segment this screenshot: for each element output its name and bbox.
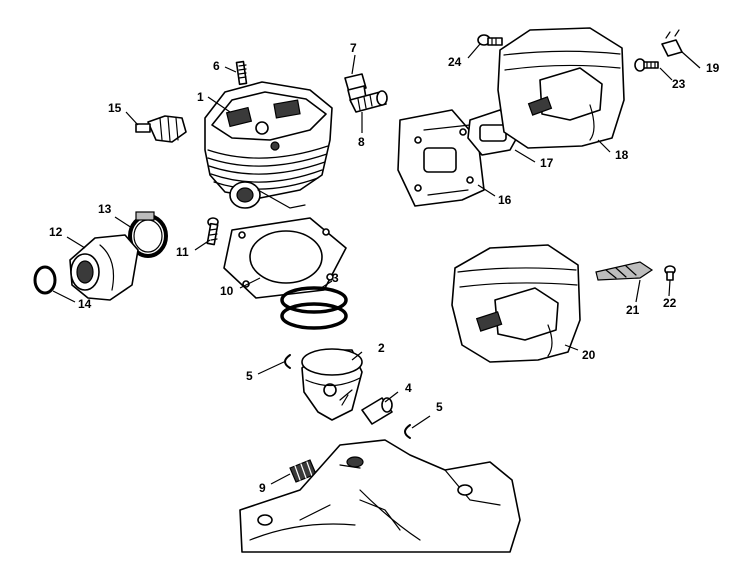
callout-12: 12 [49, 225, 63, 239]
ring [33, 265, 57, 295]
cylinder [204, 81, 333, 209]
screw [206, 217, 219, 246]
cylinder-gasket [223, 217, 347, 299]
callout-4: 4 [405, 381, 412, 395]
intake-manifold [69, 234, 139, 301]
callout-19: 19 [706, 61, 720, 75]
callout-labels: 1 2 3 4 5 5 6 7 8 9 10 11 12 13 14 15 16… [49, 41, 720, 495]
decompression-valve [349, 90, 388, 113]
callout-18: 18 [615, 148, 629, 162]
callout-14: 14 [78, 297, 92, 311]
callout-9: 9 [259, 481, 266, 495]
crankcase [239, 439, 521, 553]
stud [235, 60, 248, 86]
callout-17: 17 [540, 156, 554, 170]
callout-3: 3 [332, 271, 339, 285]
callout-8: 8 [358, 135, 365, 149]
callout-5b: 5 [436, 400, 443, 414]
leader-lines [52, 43, 701, 485]
callout-22: 22 [663, 296, 677, 310]
callout-5a: 5 [246, 369, 253, 383]
callout-2: 2 [378, 341, 385, 355]
callout-21: 21 [626, 303, 640, 317]
callout-16: 16 [498, 193, 512, 207]
hose-clamp [128, 211, 168, 258]
callout-13: 13 [98, 202, 112, 216]
muffler-screw [477, 34, 503, 46]
muffler-lower [451, 244, 581, 363]
callout-23: 23 [672, 77, 686, 91]
callout-15: 15 [108, 101, 122, 115]
callout-24: 24 [448, 55, 462, 69]
screw-small [664, 265, 676, 281]
spark-arrestor-screen [595, 261, 654, 281]
callout-10: 10 [220, 284, 234, 298]
muffler-upper [497, 27, 625, 149]
tensioner [661, 29, 683, 57]
adapter-fitting [135, 115, 187, 143]
circlip-right [404, 424, 411, 439]
callout-11: 11 [176, 245, 189, 259]
piston-pin [361, 397, 393, 425]
piston-rings [280, 286, 348, 330]
callout-7: 7 [350, 41, 357, 55]
callout-1: 1 [197, 90, 204, 104]
callout-6: 6 [213, 59, 220, 73]
callout-20: 20 [582, 348, 596, 362]
collar-screw [634, 58, 659, 72]
heat-shield [397, 109, 485, 207]
piston [301, 348, 363, 421]
